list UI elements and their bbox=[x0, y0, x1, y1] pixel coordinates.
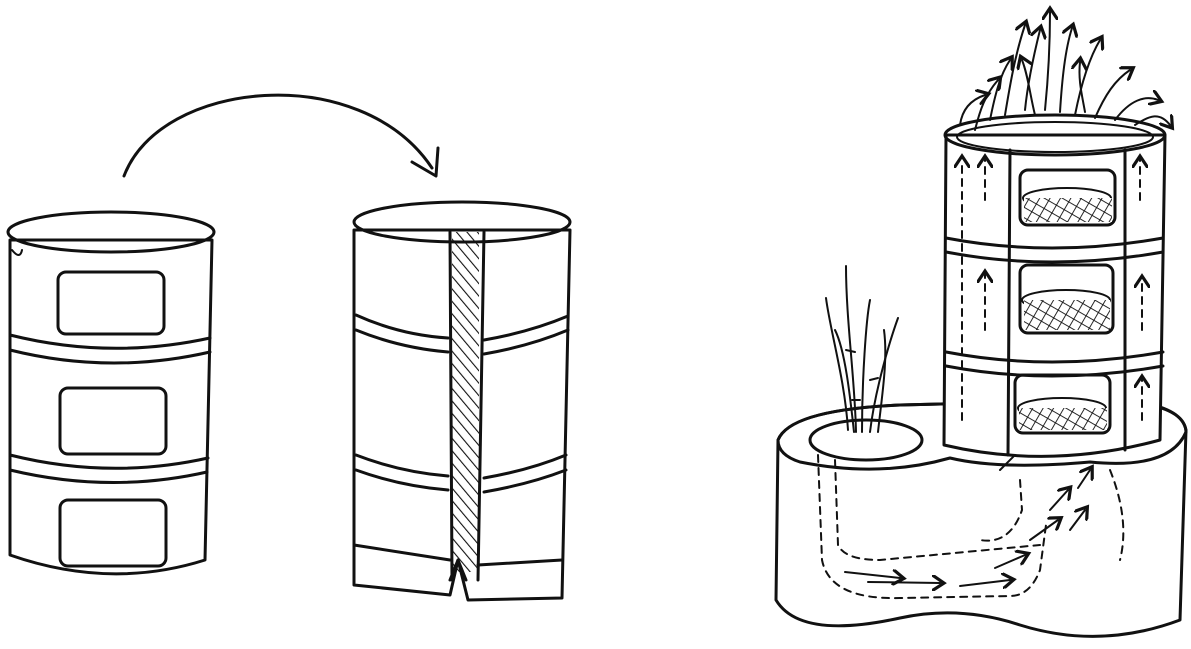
drum-with-windows bbox=[8, 212, 214, 574]
filter-tower-with-pond bbox=[776, 12, 1186, 636]
transform-arrow bbox=[124, 95, 438, 176]
split-drum bbox=[354, 202, 570, 600]
rising-air-arrows bbox=[960, 12, 1170, 130]
